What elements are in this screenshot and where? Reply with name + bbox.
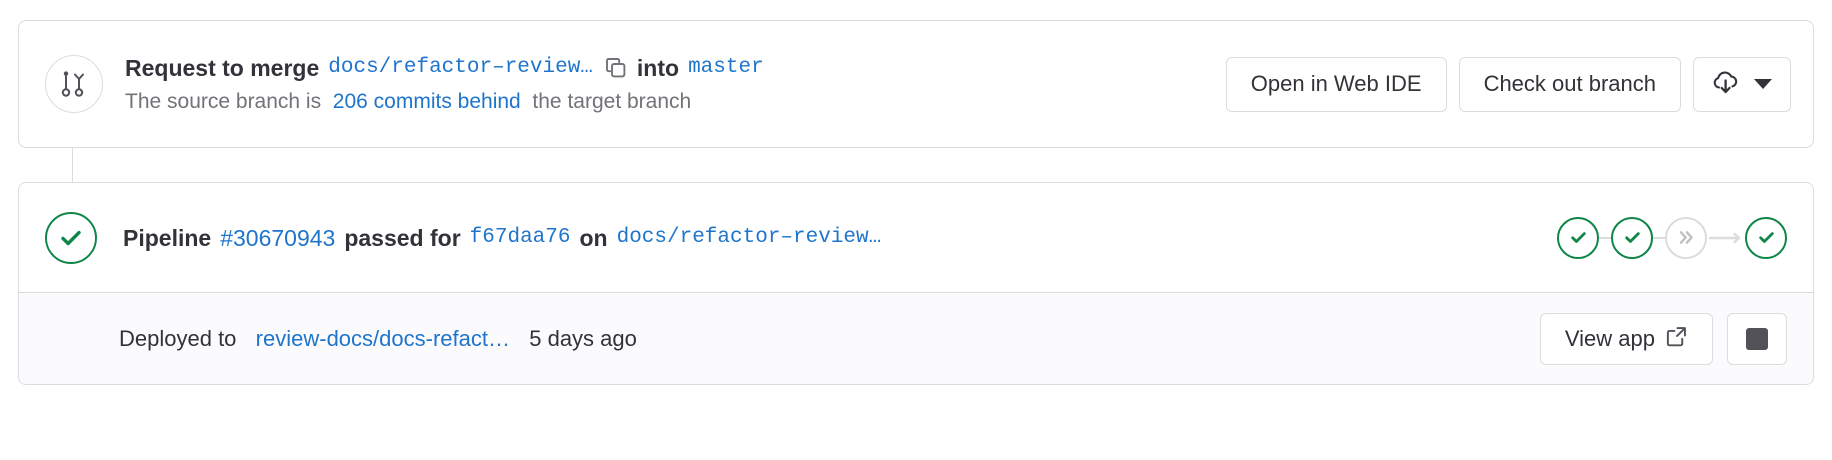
pipeline-branch-link[interactable]: docs/refactor–review… <box>616 225 882 249</box>
deployment-prefix: Deployed to <box>119 325 237 351</box>
merge-request-widget: Request to merge docs/refactor–review… i… <box>18 20 1814 148</box>
pipeline-stage-2[interactable] <box>1611 216 1653 259</box>
pipeline-status-text: Pipeline #30670943 passed for f67daa76 o… <box>123 223 1533 253</box>
merge-request-title-prefix: Request to merge <box>125 54 320 81</box>
widget-connector-line <box>72 148 73 182</box>
pipeline-state: passed for <box>344 224 461 251</box>
pipeline-id-link[interactable]: #30670943 <box>220 224 336 251</box>
view-app-label: View app <box>1564 325 1655 351</box>
deployment-timestamp: 5 days ago <box>529 325 637 351</box>
deployment-actions: View app <box>1539 312 1787 365</box>
target-branch-link[interactable]: master <box>688 55 764 79</box>
merge-request-title-middle: into <box>636 54 680 81</box>
stage-arrow-icon <box>1709 231 1743 245</box>
check-out-branch-button[interactable]: Check out branch <box>1458 56 1681 112</box>
chevron-down-icon <box>1754 79 1772 89</box>
merge-request-icon <box>45 55 103 113</box>
pipeline-mini-graph <box>1557 216 1787 259</box>
open-in-web-ide-button[interactable]: Open in Web IDE <box>1225 56 1447 112</box>
stage-connector <box>1653 236 1665 239</box>
stop-environment-button[interactable] <box>1727 312 1787 365</box>
status-success-icon <box>45 211 97 264</box>
deployment-row: Deployed to review-docs/docs-refact… 5 d… <box>19 292 1813 384</box>
environment-link[interactable]: review-docs/docs-refact… <box>255 325 510 351</box>
pipeline-stage-4[interactable] <box>1745 216 1787 259</box>
stop-square-icon <box>1746 327 1768 350</box>
commit-sha-link[interactable]: f67daa76 <box>469 225 571 249</box>
pipeline-label: Pipeline <box>123 224 212 251</box>
copy-icon[interactable] <box>601 53 631 83</box>
subtitle-suffix: the target branch <box>532 89 692 113</box>
source-branch-link[interactable]: docs/refactor–review… <box>328 55 593 79</box>
pipeline-stage-3[interactable] <box>1665 216 1707 259</box>
pipeline-summary-row: Pipeline #30670943 passed for f67daa76 o… <box>19 183 1813 292</box>
pipeline-on-word: on <box>579 224 608 251</box>
merge-request-subtitle: The source branch is 206 commits behind … <box>125 88 1202 116</box>
merge-request-title: Request to merge docs/refactor–review… i… <box>125 53 1202 83</box>
merge-request-body: Request to merge docs/refactor–review… i… <box>125 53 1202 116</box>
commits-behind-link[interactable]: 206 commits behind <box>332 89 521 113</box>
merge-request-actions: Open in Web IDE Check out branch <box>1225 56 1791 112</box>
download-dropdown-button[interactable] <box>1693 56 1791 112</box>
cloud-download-icon <box>1712 69 1740 99</box>
pipeline-stage-1[interactable] <box>1557 216 1599 259</box>
stage-connector <box>1599 236 1611 239</box>
external-link-icon <box>1665 325 1688 352</box>
subtitle-prefix: The source branch is <box>125 89 322 113</box>
pipeline-widget: Pipeline #30670943 passed for f67daa76 o… <box>18 182 1814 385</box>
view-app-button[interactable]: View app <box>1539 312 1713 365</box>
deployment-status-text: Deployed to review-docs/docs-refact… 5 d… <box>45 325 1540 353</box>
